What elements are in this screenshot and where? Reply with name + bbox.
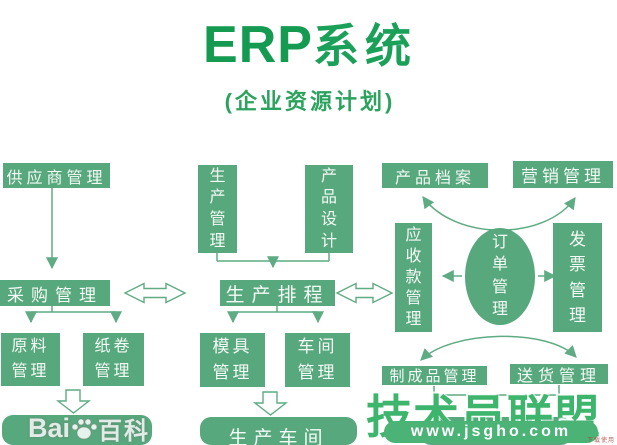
page-title: ERP系统 [40, 10, 580, 76]
node-receivables-mgmt: 应收款管理 [395, 223, 432, 332]
node-product-archive: 产品档案 [382, 163, 488, 188]
tech-union-url: www.jsgho.com [384, 421, 598, 443]
node-production-scheduling: 生产排程 [220, 280, 335, 306]
double-arrow-purchase-scheduling [123, 282, 187, 304]
arrow-finished-delivery-arc [420, 335, 577, 361]
title-erp: ERP [203, 16, 313, 74]
title-system: 系统 [312, 20, 417, 72]
hollow-arrow-to-production-workshop [252, 391, 289, 416]
baidu-brand: 百科 [98, 418, 151, 445]
node-bottom-left-box [2, 415, 152, 445]
node-invoice-mgmt: 发票管理 [553, 223, 602, 332]
baidu-text: Bai [28, 413, 71, 443]
node-purchase-mgmt: 采购管理 [0, 280, 110, 306]
node-paper-roll-mgmt: 纸卷管理 [83, 333, 144, 386]
node-finished-product-mgmt: 制成品管理 [382, 366, 487, 385]
page-subtitle: (企业资源计划) [224, 89, 396, 114]
node-production-workshop: 生产车间 [200, 417, 357, 445]
corner-note: 下载使用 [586, 438, 615, 444]
baidu-baike-watermark: Bai 百科 [28, 411, 150, 445]
node-production-mgmt: 生产管理 [198, 165, 237, 253]
node-raw-material-mgmt: 原料管理 [1, 333, 60, 386]
node-mold-mgmt: 模具管理 [200, 333, 265, 387]
node-product-design: 产品设计 [305, 165, 353, 253]
node-supplier-mgmt: 供应商管理 [3, 163, 110, 188]
node-workshop-mgmt: 车间管理 [285, 333, 350, 387]
node-order-mgmt: 订单管理 [465, 228, 535, 325]
connector-bottom-right [433, 385, 560, 415]
hollow-arrow-to-bottom-left [55, 389, 92, 414]
double-arrow-scheduling-receivables [335, 282, 394, 304]
node-marketing-mgmt: 营销管理 [513, 161, 613, 188]
node-delivery-mgmt: 送货管理 [510, 364, 608, 385]
baidu-paw-icon [71, 418, 98, 439]
